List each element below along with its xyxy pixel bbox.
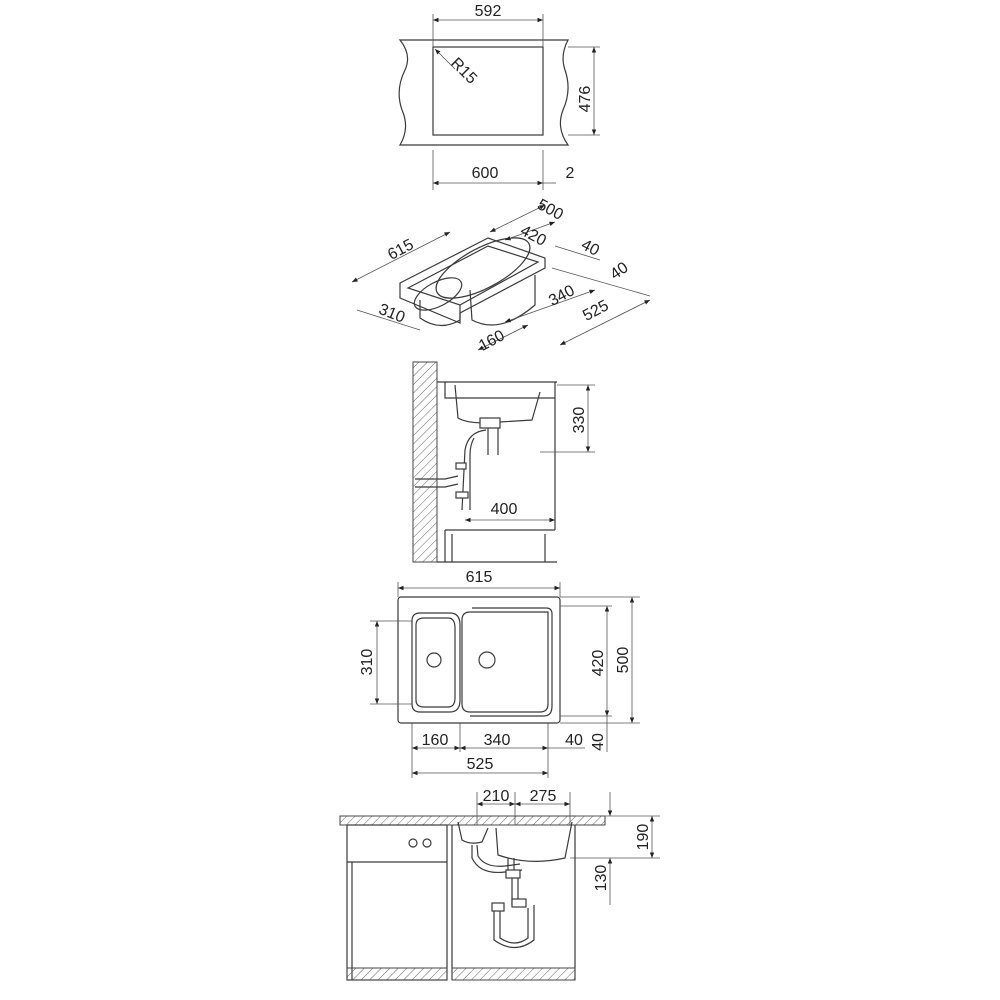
dim-160: 160 xyxy=(476,327,508,355)
dim-plan-40-right: 40 xyxy=(565,732,583,749)
wall-hatch xyxy=(412,361,438,563)
dishwasher-cabinet xyxy=(346,824,448,981)
sink-plan-outline xyxy=(397,596,561,724)
dim-615: 615 xyxy=(385,236,417,264)
large-drain xyxy=(478,651,496,669)
sink-top-outline xyxy=(399,237,546,324)
dim-plan-525: 525 xyxy=(467,756,494,773)
dim-130: 130 xyxy=(593,865,610,892)
dim-plan-500: 500 xyxy=(615,647,632,674)
dim-525: 525 xyxy=(580,297,612,325)
front-section-view: 210 275 190 130 xyxy=(339,788,660,981)
cutout-view: 592 R15 476 600 2 xyxy=(398,3,600,190)
isometric-view: 500 420 40 40 615 310 340 525 160 xyxy=(351,196,651,355)
dim-plan-615: 615 xyxy=(466,569,493,586)
countertop-hatch xyxy=(339,815,606,826)
small-bowl-plan xyxy=(411,612,461,713)
dim-plan-310: 310 xyxy=(359,649,376,676)
dim-40-back: 40 xyxy=(578,236,602,259)
countertop-outline xyxy=(398,39,570,146)
dim-275: 275 xyxy=(530,788,557,805)
bowls-front xyxy=(457,821,573,862)
cutout-rect xyxy=(432,46,544,136)
dim-500: 500 xyxy=(534,196,566,224)
dim-plan-160: 160 xyxy=(422,732,449,749)
dim-2: 2 xyxy=(566,165,575,182)
wall-drain-pipe xyxy=(415,475,459,488)
large-bowl xyxy=(435,237,531,299)
small-bowl xyxy=(413,277,463,311)
small-drain xyxy=(426,652,442,668)
dim-592: 592 xyxy=(475,3,502,20)
dim-190: 190 xyxy=(635,824,652,851)
dim-r15: R15 xyxy=(447,55,480,88)
dim-210: 210 xyxy=(483,788,510,805)
dim-420: 420 xyxy=(517,222,549,250)
dim-400: 400 xyxy=(491,501,518,518)
large-bowl-plan xyxy=(461,611,549,713)
side-section-view: 330 400 xyxy=(412,361,595,563)
dim-330: 330 xyxy=(571,407,588,434)
bowl-profile xyxy=(454,384,541,424)
plan-view: 615 310 420 500 40 160 340 40 525 xyxy=(359,569,640,778)
dim-476: 476 xyxy=(577,86,594,113)
dim-plan-340: 340 xyxy=(484,732,511,749)
dim-plan-420: 420 xyxy=(590,650,607,677)
dim-600: 600 xyxy=(472,165,499,182)
dim-340: 340 xyxy=(546,282,578,310)
dim-310: 310 xyxy=(376,301,407,327)
dim-plan-40-bottom: 40 xyxy=(590,733,607,751)
dim-40-side: 40 xyxy=(607,259,631,283)
